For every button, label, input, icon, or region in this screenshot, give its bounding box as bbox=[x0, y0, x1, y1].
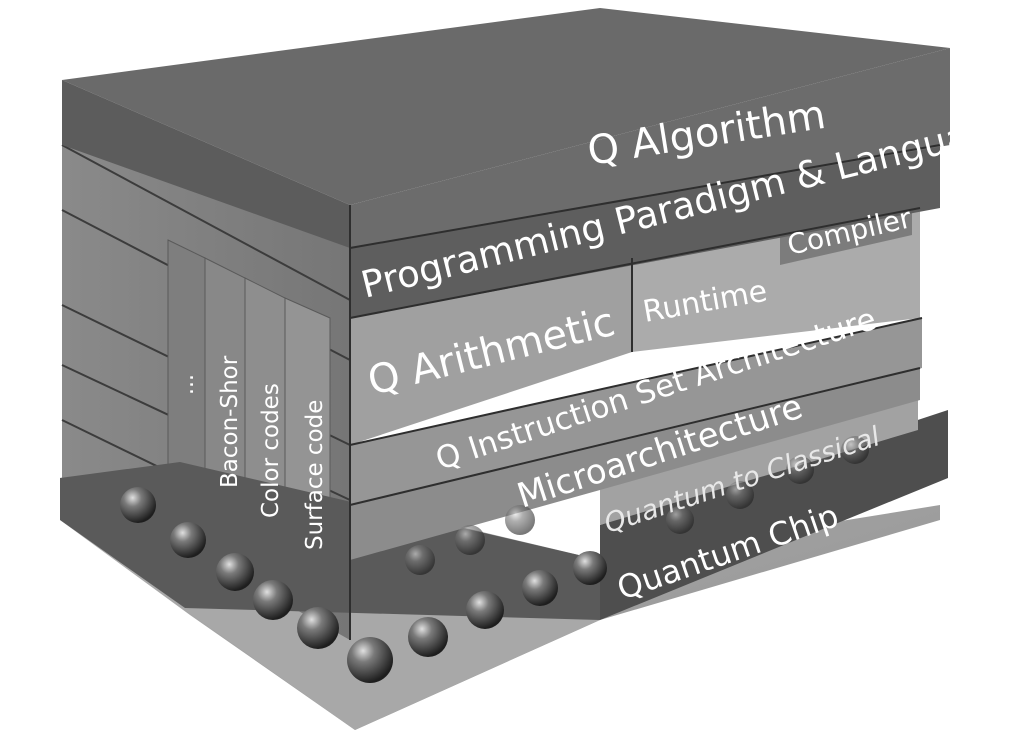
q2c-face bbox=[600, 392, 918, 525]
qec-label-ellipsis: ... bbox=[174, 374, 199, 395]
qubit bbox=[522, 570, 558, 606]
qec-label-surface-code: Surface code bbox=[302, 400, 328, 550]
qubit bbox=[170, 522, 206, 558]
qubit bbox=[405, 545, 435, 575]
qubit bbox=[347, 637, 393, 683]
qubit bbox=[408, 617, 448, 657]
quantum-chip-slab bbox=[60, 462, 600, 620]
isa-face bbox=[350, 318, 922, 505]
programming-face bbox=[350, 145, 940, 318]
qec-label-color-codes: Color codes bbox=[258, 383, 284, 518]
qubit bbox=[786, 456, 814, 484]
qubit bbox=[841, 436, 869, 464]
qubit-spheres bbox=[120, 436, 869, 683]
top-left-bevel bbox=[62, 80, 350, 248]
algorithm-top-face bbox=[62, 8, 950, 205]
qubit bbox=[455, 525, 485, 555]
microarchitecture-face bbox=[350, 368, 920, 560]
layer-outlines bbox=[349, 144, 941, 640]
qubit bbox=[505, 505, 535, 535]
qec-label-bacon-shor: Bacon-Shor bbox=[217, 355, 243, 488]
qubit bbox=[216, 553, 254, 591]
algorithm-face bbox=[350, 48, 950, 248]
qubit bbox=[573, 551, 607, 585]
qubit bbox=[253, 580, 293, 620]
qubit bbox=[466, 591, 504, 629]
qubit bbox=[666, 506, 694, 534]
qubit bbox=[120, 487, 156, 523]
qubit bbox=[297, 607, 339, 649]
qubit bbox=[726, 481, 754, 509]
